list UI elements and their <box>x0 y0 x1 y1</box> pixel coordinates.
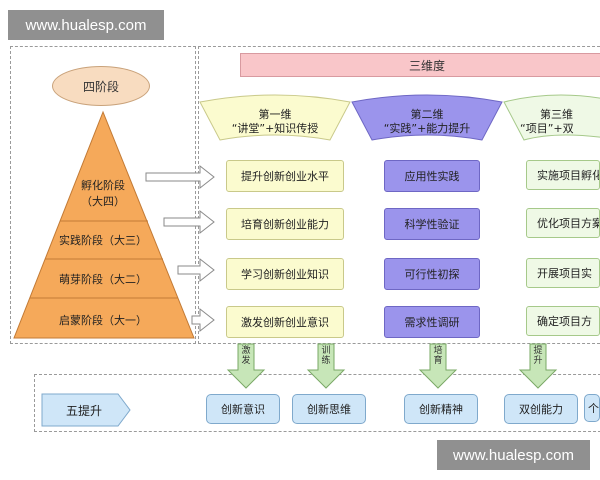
col2-box-4: 需求性调研 <box>384 306 480 338</box>
stage-incubation-line1: 孵化阶段 <box>81 179 125 192</box>
three-dimensions-frame <box>198 46 600 344</box>
stage-incubation-line2: （大四） <box>81 195 125 208</box>
five-improvements-title: 五提升 <box>65 404 102 418</box>
dim2-line1: 第二维 <box>410 108 444 121</box>
stage-sprout: 萌芽阶段（大二） <box>59 273 147 286</box>
dim3-line2: “项目”+双 <box>520 122 574 135</box>
right-arrow-3 <box>177 257 215 283</box>
col3-box-3: 开展项目实 <box>526 258 600 288</box>
down-arrow-label-1: 激发 <box>241 346 251 366</box>
down-arrow-label-4: 提升 <box>533 346 543 366</box>
right-arrow-2 <box>163 209 215 235</box>
improve-box-2: 创新思维 <box>292 394 366 424</box>
three-dimensions-title: 三维度 <box>240 53 600 77</box>
stage-enlighten: 启蒙阶段（大一） <box>59 314 147 327</box>
col2-box-3: 可行性初探 <box>384 258 480 290</box>
dim2-banner <box>351 94 503 141</box>
stage-practice: 实践阶段（大三） <box>59 234 147 247</box>
four-stages-frame <box>10 46 196 344</box>
improve-box-4: 双创能力 <box>504 394 578 424</box>
col3-box-2: 优化项目方案 <box>526 208 600 238</box>
col3-box-1: 实施项目孵化 <box>526 160 600 190</box>
four-stages-title: 四阶段 <box>52 66 150 106</box>
watermark-top: www.hualesp.com <box>8 10 164 40</box>
dim3-banner <box>503 94 600 141</box>
watermark-bottom: www.hualesp.com <box>437 440 590 470</box>
down-arrow-label-3: 培育 <box>433 346 443 366</box>
right-arrow-4 <box>191 307 215 333</box>
down-arrow-3 <box>418 343 458 389</box>
col2-box-2: 科学性验证 <box>384 208 480 240</box>
improve-box-3: 创新精神 <box>404 394 478 424</box>
col3-box-4: 确定项目方 <box>526 306 600 336</box>
dim2-line2: “实践”+能力提升 <box>383 122 471 135</box>
dim3-line1: 第三维 <box>540 108 573 121</box>
five-improvements-shape <box>41 393 131 427</box>
down-arrow-2 <box>306 343 346 389</box>
dim1-line1: 第一维 <box>258 108 292 121</box>
col1-box-1: 提升创新创业水平 <box>226 160 344 192</box>
improve-box-1: 创新意识 <box>206 394 280 424</box>
down-arrow-label-2: 训练 <box>321 346 331 366</box>
down-arrow-4 <box>518 343 558 389</box>
dim1-banner <box>199 94 351 141</box>
dim1-line2: “讲堂”+知识传授 <box>231 122 319 135</box>
col1-box-4: 激发创新创业意识 <box>226 306 344 338</box>
right-arrow-1 <box>145 164 215 190</box>
col1-box-2: 培育创新创业能力 <box>226 208 344 240</box>
down-arrow-1 <box>226 343 266 389</box>
col1-box-3: 学习创新创业知识 <box>226 258 344 290</box>
improve-box-5: 个 <box>584 394 600 422</box>
pyramid-shape <box>13 110 195 339</box>
col2-box-1: 应用性实践 <box>384 160 480 192</box>
